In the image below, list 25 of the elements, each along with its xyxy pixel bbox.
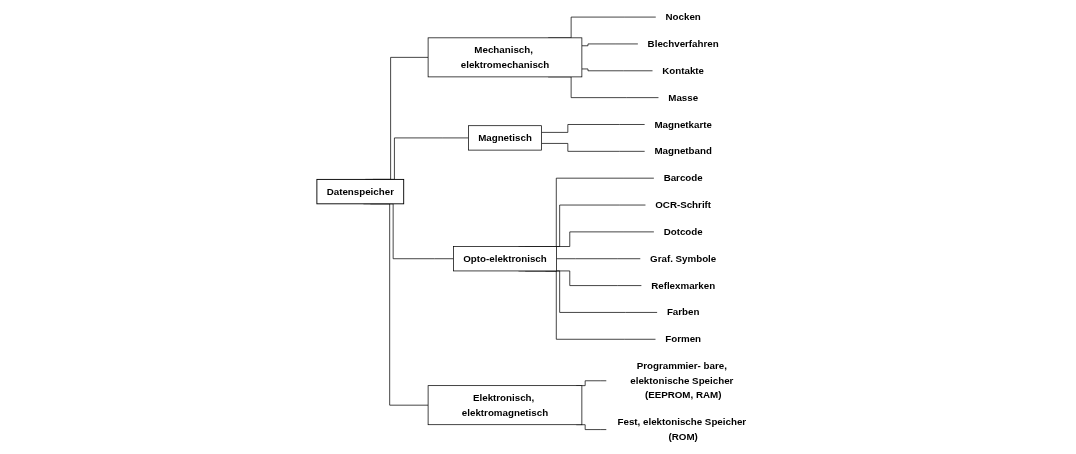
node-text: Nocken [665, 11, 701, 22]
node-text: Graf. Symbole [649, 253, 716, 264]
node-text: Farben [666, 306, 699, 318]
node-text: Magnetkarte [653, 118, 712, 130]
node-text: Formen [664, 333, 701, 345]
connector [555, 258, 641, 260]
connector [540, 143, 645, 152]
connector [581, 68, 653, 72]
node-box: Opto-elektronisch [452, 246, 557, 272]
node-box: Datenspeicher [315, 178, 404, 205]
node-text: Masse [667, 92, 698, 103]
node-box: Magnetisch [467, 125, 542, 151]
node-text: Reflexmarken [650, 280, 715, 291]
connector [581, 43, 638, 47]
connector [540, 124, 645, 133]
node-text: Magnetband [653, 145, 712, 157]
node-text: Programmier- bare, elektonische Speicher (EEPROM, RAM) [629, 360, 733, 401]
node-box: Elektronisch, elektromagnetisch [427, 385, 582, 426]
node-text: Dotcode [663, 226, 703, 237]
node-text: Blechverfahren [647, 38, 719, 49]
node-text: Fest, elektonische Speicher (ROM) [617, 416, 746, 442]
node-box: Mechanisch, elektromechanisch [427, 37, 582, 78]
node-text: Barcode [663, 172, 703, 184]
node-text: OCR-Schrift [654, 199, 711, 210]
node-text: Kontakte [661, 65, 704, 76]
